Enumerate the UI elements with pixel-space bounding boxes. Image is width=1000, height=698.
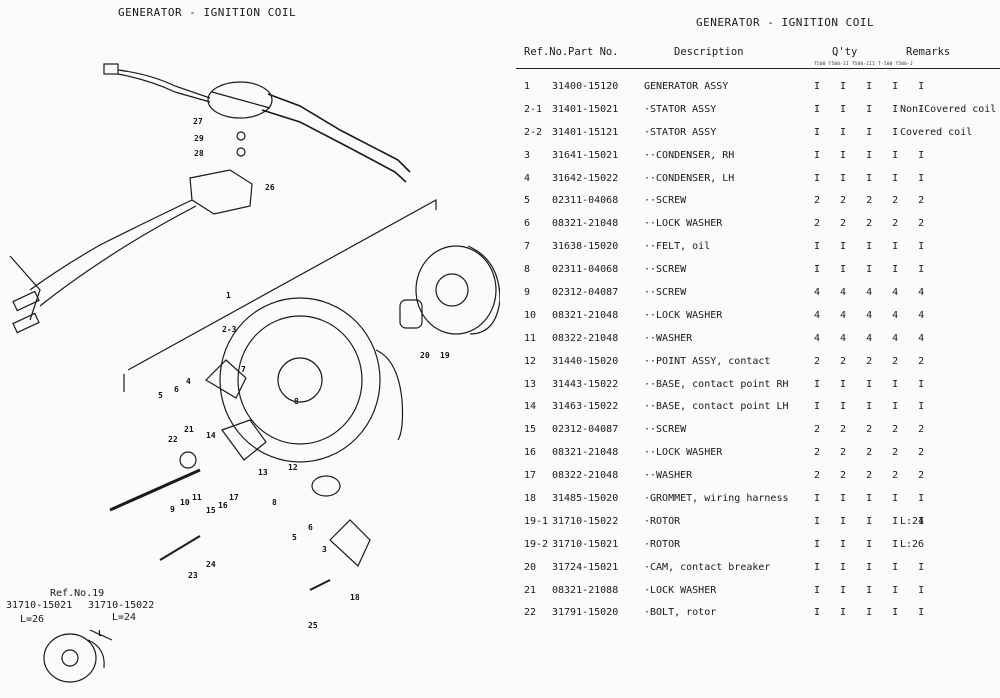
ignition-coil-drawing	[103, 63, 411, 183]
callout: 11	[192, 493, 202, 502]
header-ref: Ref.No.	[524, 46, 569, 58]
diagram-panel: GENERATOR - IGNITION COIL	[6, 6, 500, 683]
condenser-box-drawing	[9, 169, 253, 334]
callout: 23	[188, 571, 198, 580]
breaker-parts-drawing	[109, 359, 371, 591]
ref-length-b: L=24	[112, 612, 137, 623]
callout: 27	[193, 117, 203, 126]
callout: 8	[272, 498, 277, 507]
header-qty: Q'ty	[832, 46, 858, 58]
rotor-detail-drawing	[43, 629, 113, 683]
callout: 13	[258, 468, 268, 477]
callout: 25	[308, 621, 318, 630]
dimension-label: L	[98, 629, 103, 638]
callout: 8	[294, 397, 299, 406]
header-description: Description	[674, 46, 744, 58]
parts-list-title: GENERATOR - IGNITION COIL	[696, 16, 875, 29]
callout: 7	[241, 365, 246, 374]
header-part: Part No.	[568, 46, 619, 58]
callout: 18	[350, 593, 360, 602]
ref-part-a: 31710-15021	[6, 600, 73, 611]
header-remarks: Remarks	[906, 46, 951, 58]
diagram-title: GENERATOR - IGNITION COIL	[118, 6, 297, 19]
ref-length-a: L=26	[20, 614, 45, 625]
callout: 14	[206, 431, 216, 440]
callout: 6	[308, 523, 313, 532]
header-models: T500 T500-II T500-III T-500 T500-J	[814, 62, 913, 67]
rotor-drawing	[399, 245, 500, 335]
callout: 5	[292, 533, 297, 542]
callout: 26	[265, 183, 275, 192]
callout: 20	[420, 351, 430, 360]
callout: 6	[174, 385, 179, 394]
callout: 4	[186, 377, 191, 386]
stator-drawing	[219, 297, 404, 463]
callout: 2-3	[222, 325, 237, 334]
callout: 16	[218, 501, 228, 510]
callout: 9	[170, 505, 175, 514]
parts-list-panel: GENERATOR - IGNITION COIL Ref.No. Part N…	[516, 0, 1000, 698]
callout: 29	[194, 134, 204, 143]
callout: 17	[229, 493, 239, 502]
callout: 5	[158, 391, 163, 400]
ref-part-b: 31710-15022	[88, 600, 155, 611]
callout: 19	[440, 351, 450, 360]
header-divider	[516, 68, 1000, 69]
callout: 12	[288, 463, 298, 472]
callout: 3	[322, 545, 327, 554]
exploded-diagram: 27 29 28 26 1 2-3 20 19 5 6 4 7 8 21 22 …	[9, 63, 500, 683]
ref-label: Ref.No.19	[50, 588, 105, 599]
callout: 15	[206, 506, 216, 515]
callout: 10	[180, 498, 190, 507]
callout: 1	[226, 291, 231, 300]
callout: 21	[184, 425, 194, 434]
callout: 22	[168, 435, 178, 444]
callout: 28	[194, 149, 204, 158]
callout: 24	[206, 560, 216, 569]
